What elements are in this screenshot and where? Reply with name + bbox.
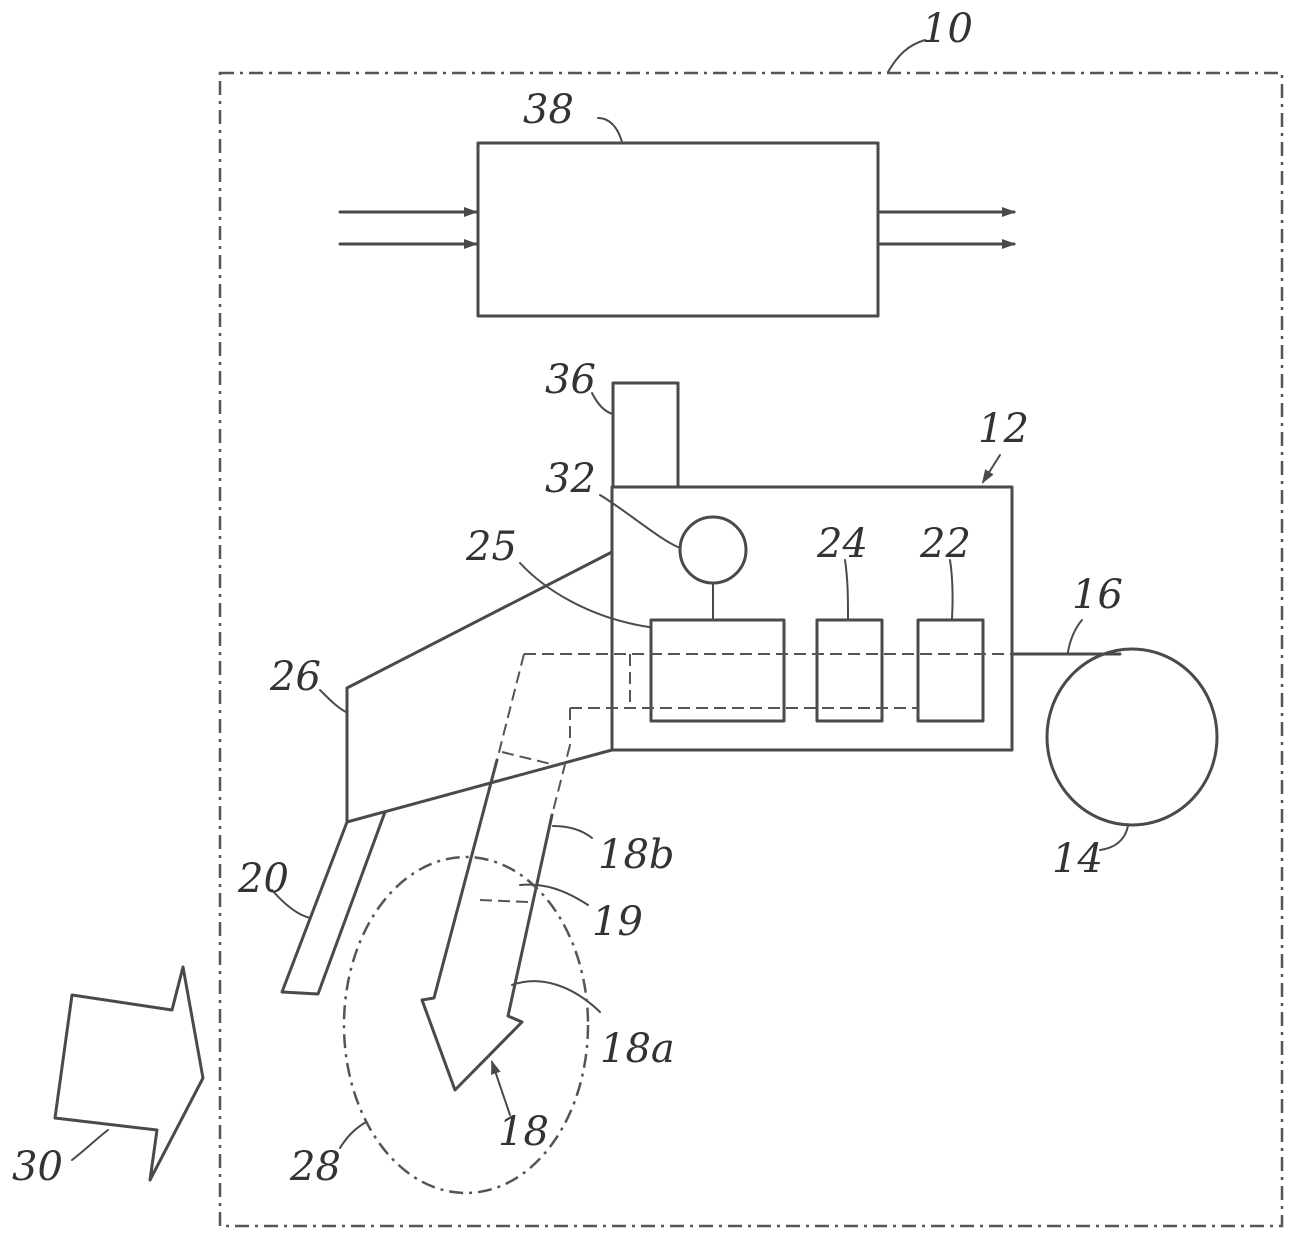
arm-leader (491, 1060, 511, 1116)
sensor-leader (599, 494, 681, 549)
sensor-circle (678, 515, 748, 585)
unit-25-leader (519, 562, 650, 628)
linkage-bar (280, 810, 387, 996)
system-boundary (218, 71, 1284, 1228)
pivot-leader (519, 883, 589, 906)
frame-label: 26 (269, 654, 321, 700)
drum-label: 14 (1052, 836, 1103, 882)
direction-label: 30 (12, 1144, 63, 1190)
pivot-line (479, 899, 529, 903)
exhaust-stack (611, 381, 680, 489)
controller-box (476, 141, 880, 318)
direction-arrow (53, 965, 205, 1182)
machine-leader (981, 454, 1001, 484)
arm-lower-label: 18a (600, 1026, 675, 1072)
linkage-leader (271, 889, 311, 919)
system-label: 10 (922, 6, 973, 52)
unit-25-box (649, 618, 786, 723)
zone-leader (339, 1121, 367, 1149)
hidden-line-step (569, 654, 631, 745)
unit-24-box (815, 618, 884, 723)
frame-outline (345, 550, 614, 824)
direction-leader (71, 1129, 109, 1161)
controller-label: 38 (523, 87, 574, 133)
unit-22-box (916, 618, 985, 723)
unit-22-leader (949, 559, 954, 619)
exhaust-label: 36 (545, 357, 596, 403)
drum-circle (1045, 647, 1219, 827)
frame-leader (319, 689, 347, 713)
drum-leader (1099, 825, 1129, 851)
arm-lower-leader (511, 980, 601, 1013)
exhaust-leader (591, 392, 614, 415)
zone-label: 28 (289, 1144, 341, 1190)
controller-leader (597, 117, 623, 143)
machine-label: 12 (978, 406, 1029, 452)
unit-24-leader (844, 559, 849, 619)
arm-upper-label: 18b (598, 832, 675, 878)
linkage-label: 20 (237, 856, 289, 902)
system-leader (887, 39, 926, 73)
arm-hidden-outline (496, 653, 571, 816)
belt-leader (1067, 619, 1083, 653)
arm-upper-leader (552, 825, 593, 839)
unit-25-label: 25 (465, 524, 517, 570)
belt-label: 16 (1072, 572, 1123, 618)
sensor-label: 32 (545, 456, 596, 502)
zone-ellipse (342, 855, 590, 1195)
unit-22-label: 22 (919, 521, 971, 567)
unit-24-label: 24 (816, 521, 868, 567)
arm-outline (420, 758, 554, 1092)
arm-label: 18 (498, 1109, 549, 1155)
pivot-label: 19 (592, 899, 643, 945)
